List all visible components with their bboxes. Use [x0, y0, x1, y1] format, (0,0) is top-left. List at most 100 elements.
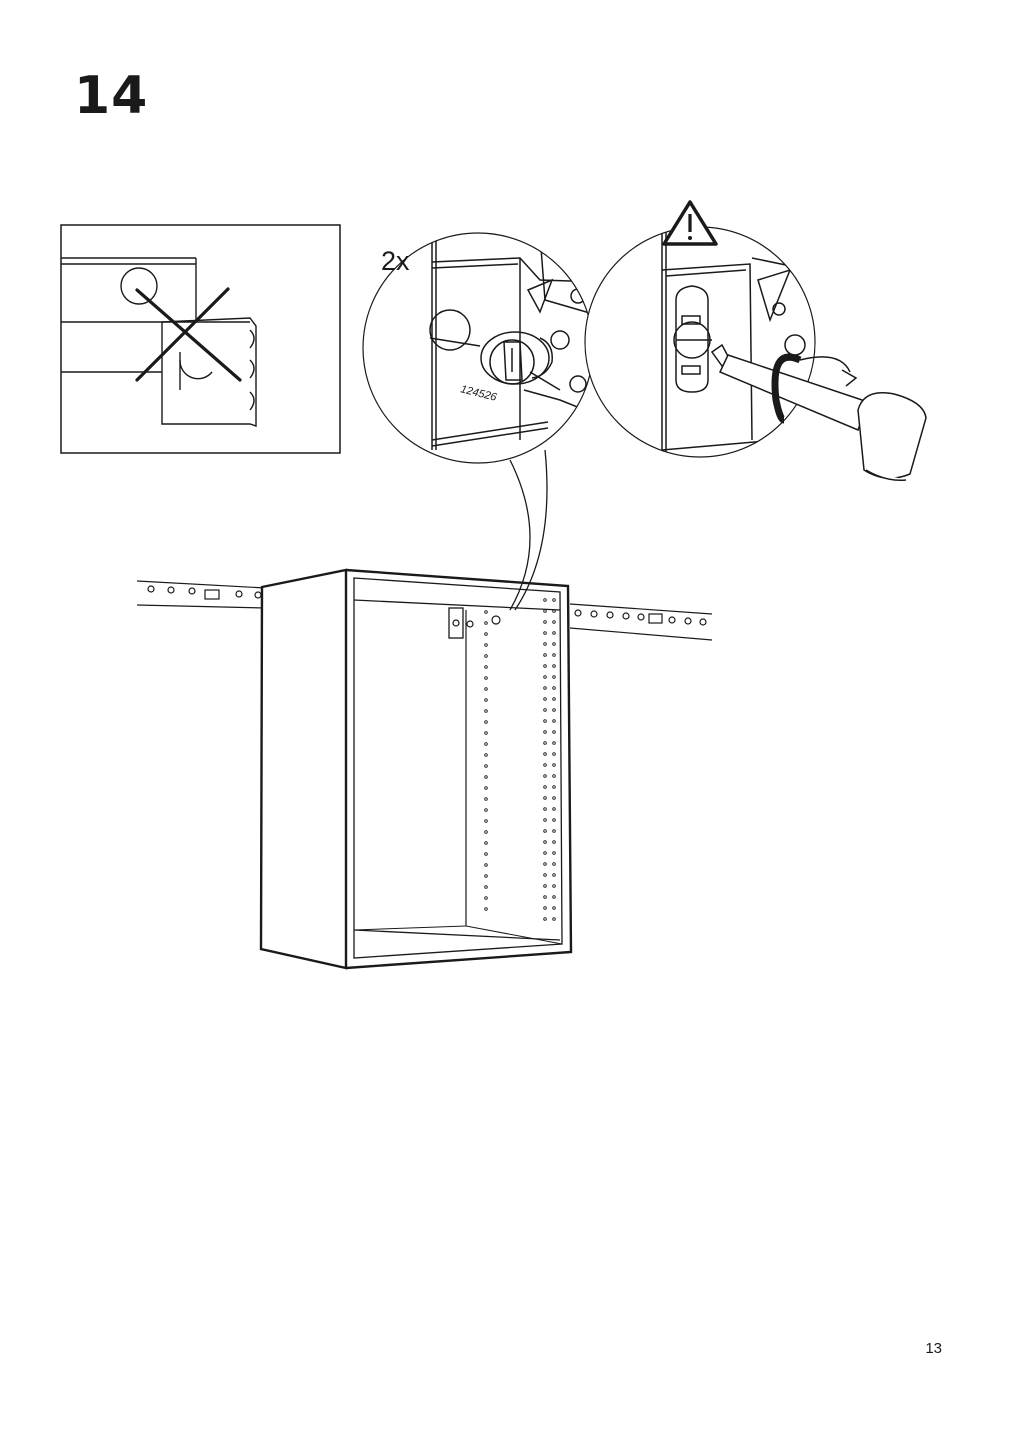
pin-hole — [484, 698, 488, 702]
pin-hole — [543, 686, 547, 690]
pin-hole — [552, 730, 556, 734]
pin-hole — [552, 873, 556, 877]
pin-hole — [543, 884, 547, 888]
pin-hole — [552, 686, 556, 690]
pin-hole — [552, 664, 556, 668]
pin-hole — [543, 631, 547, 635]
pin-hole — [484, 621, 488, 625]
pin-hole — [543, 675, 547, 679]
pin-hole — [552, 884, 556, 888]
pin-hole — [552, 708, 556, 712]
pin-hole — [552, 829, 556, 833]
pin-hole — [484, 610, 488, 614]
pin-hole — [552, 752, 556, 756]
pin-hole — [484, 896, 488, 900]
pin-hole — [543, 708, 547, 712]
page-number: 13 — [925, 1340, 942, 1357]
pin-hole — [552, 917, 556, 921]
pin-hole — [543, 862, 547, 866]
pin-hole — [484, 808, 488, 812]
pin-hole — [484, 676, 488, 680]
screwdriver-icon — [710, 343, 927, 482]
detail-circle-right — [584, 200, 816, 458]
rotate-arrow-icon — [771, 353, 858, 424]
pin-hole — [552, 675, 556, 679]
suspension-rail — [136, 580, 713, 641]
pin-hole — [484, 830, 488, 834]
pin-hole — [484, 665, 488, 669]
pin-hole — [543, 620, 547, 624]
pin-hole — [543, 807, 547, 811]
pin-hole — [552, 609, 556, 613]
pin-hole — [484, 797, 488, 801]
pin-hole — [543, 697, 547, 701]
pin-hole — [484, 654, 488, 658]
pin-hole — [552, 763, 556, 767]
pin-hole — [484, 764, 488, 768]
pin-hole — [484, 742, 488, 746]
pin-hole — [484, 874, 488, 878]
pin-hole — [543, 829, 547, 833]
pin-hole — [543, 895, 547, 899]
pin-hole — [552, 620, 556, 624]
pin-hole — [543, 796, 547, 800]
pin-hole — [484, 863, 488, 867]
pin-hole — [552, 631, 556, 635]
pin-hole — [552, 895, 556, 899]
pin-hole — [552, 807, 556, 811]
pin-hole — [552, 906, 556, 910]
pin-hole — [552, 862, 556, 866]
pin-hole — [543, 741, 547, 745]
pin-hole — [484, 687, 488, 691]
pin-hole — [543, 840, 547, 844]
pin-hole — [543, 763, 547, 767]
pin-hole — [543, 818, 547, 822]
pin-hole — [552, 642, 556, 646]
pin-hole — [484, 632, 488, 636]
callout-pointer — [509, 449, 548, 611]
cross-icon — [135, 287, 242, 382]
pin-hole — [543, 609, 547, 613]
pin-hole — [484, 731, 488, 735]
pin-hole — [552, 785, 556, 789]
pin-hole — [543, 917, 547, 921]
pin-hole — [543, 653, 547, 657]
warning-triangle-icon — [662, 200, 718, 246]
pin-hole — [552, 818, 556, 822]
pin-hole — [484, 907, 488, 911]
pin-hole — [484, 775, 488, 779]
quantity-label: 2x — [381, 246, 410, 276]
pin-hole — [484, 709, 488, 713]
pin-hole — [484, 643, 488, 647]
pin-hole — [543, 774, 547, 778]
pin-hole — [552, 653, 556, 657]
pin-hole — [484, 720, 488, 724]
pin-hole — [543, 752, 547, 756]
pin-hole — [552, 697, 556, 701]
detail-circle-left: 2x 124526 — [362, 232, 594, 464]
pin-hole — [484, 885, 488, 889]
pin-hole — [552, 851, 556, 855]
pin-hole — [552, 840, 556, 844]
pin-hole — [484, 753, 488, 757]
pin-hole — [543, 873, 547, 877]
cabinet-frame — [259, 568, 573, 970]
pin-hole — [484, 852, 488, 856]
pin-hole — [543, 851, 547, 855]
pin-hole — [552, 774, 556, 778]
pin-hole — [484, 786, 488, 790]
pin-hole — [552, 741, 556, 745]
pin-hole — [543, 730, 547, 734]
pin-hole — [543, 598, 547, 602]
pin-hole — [543, 664, 547, 668]
pin-hole — [552, 598, 556, 602]
shelf-pin-holes — [484, 598, 556, 921]
pin-hole — [552, 796, 556, 800]
pin-hole — [543, 785, 547, 789]
pin-hole — [552, 719, 556, 723]
pin-hole — [543, 906, 547, 910]
pin-hole — [543, 719, 547, 723]
pin-hole — [543, 642, 547, 646]
wrong-way-panel — [60, 224, 341, 454]
